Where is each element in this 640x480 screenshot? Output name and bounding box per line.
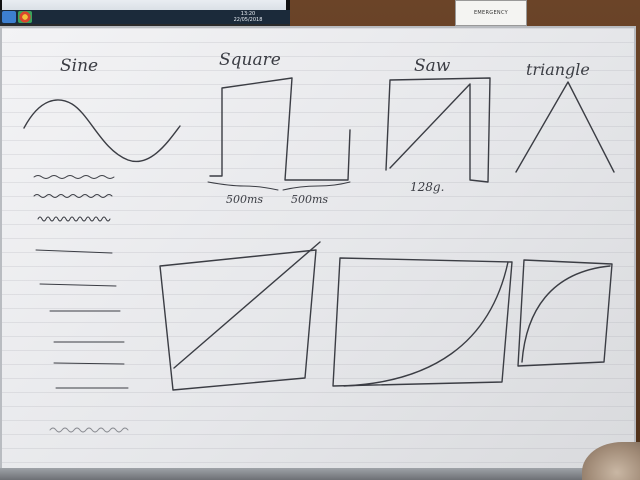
left-line-5 bbox=[53, 362, 125, 365]
emergency-sign-text: EMERGENCY bbox=[473, 10, 509, 16]
square-wave-drawing bbox=[209, 77, 351, 181]
left-line-1 bbox=[35, 249, 113, 254]
box-logarithmic-drawing bbox=[517, 259, 613, 367]
left-line-2 bbox=[39, 283, 117, 287]
monitor-clock-time: 13:20 bbox=[240, 11, 256, 17]
square-left-brace bbox=[207, 181, 279, 191]
square-right-brace bbox=[282, 181, 351, 191]
sine-wave-drawing bbox=[23, 99, 181, 163]
saw-label: Saw bbox=[414, 56, 451, 76]
start-icon bbox=[2, 11, 16, 23]
sine-squiggle-3 bbox=[37, 216, 111, 222]
monitor-clock: 13:20 22/05/2018 bbox=[228, 11, 268, 23]
sine-label: Sine bbox=[60, 56, 99, 76]
box-linear-drawing bbox=[159, 249, 317, 391]
whiteboard bbox=[0, 26, 636, 470]
sine-squiggle-2 bbox=[33, 194, 113, 198]
whiteboard-tray bbox=[0, 468, 640, 480]
square-label: Square bbox=[219, 50, 281, 70]
monitor-clock-date: 22/05/2018 bbox=[233, 17, 263, 23]
left-faint-squiggle bbox=[49, 427, 129, 433]
browser-icon bbox=[18, 11, 32, 23]
wall-monitor: 13:20 22/05/2018 bbox=[0, 0, 290, 27]
saw-wave-drawing bbox=[385, 77, 491, 183]
triangle-wave-drawing bbox=[515, 81, 615, 173]
square-left-width-note: 500ms bbox=[226, 193, 264, 206]
square-right-width-note: 500ms bbox=[291, 193, 329, 206]
saw-note: 128g. bbox=[410, 180, 445, 194]
box-logarithmic-curve bbox=[521, 265, 611, 363]
box-linear-diagonal bbox=[173, 241, 321, 369]
monitor-taskbar: 13:20 22/05/2018 bbox=[0, 10, 290, 24]
emergency-sign: EMERGENCY bbox=[455, 0, 527, 26]
box-exponential-curve bbox=[343, 261, 509, 387]
box-exponential-drawing bbox=[332, 257, 513, 387]
triangle-label: triangle bbox=[526, 60, 590, 79]
sine-squiggle-1 bbox=[33, 175, 115, 179]
